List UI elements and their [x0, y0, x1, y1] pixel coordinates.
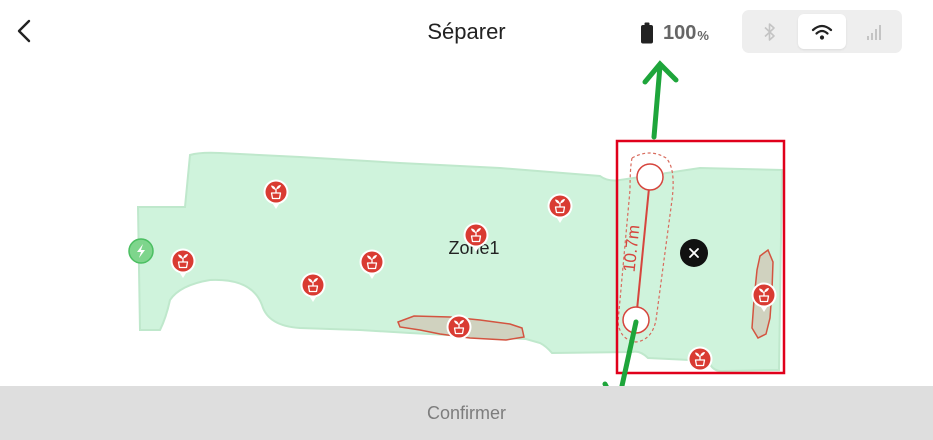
battery-percentage: 100: [663, 21, 697, 44]
wifi-icon: [811, 24, 833, 40]
bluetooth-icon: [764, 22, 775, 41]
plant-marker-icon[interactable]: [686, 345, 714, 377]
battery-icon: [641, 22, 653, 44]
annotation-arrow-up: [642, 60, 679, 140]
split-handle-top[interactable]: [636, 163, 664, 191]
split-line[interactable]: 10.7m: [617, 152, 674, 343]
plant-marker-icon[interactable]: [445, 313, 473, 345]
battery-status: 100 %: [640, 21, 720, 45]
wifi-toggle[interactable]: [798, 14, 846, 49]
close-icon: [689, 248, 699, 258]
page-title: Séparer: [427, 19, 506, 44]
cellular-icon: [867, 24, 881, 40]
back-button[interactable]: [12, 16, 38, 46]
chevron-left-icon: [17, 19, 31, 43]
bluetooth-toggle[interactable]: [746, 14, 794, 49]
confirm-button[interactable]: Confirmer: [0, 386, 933, 440]
delete-split-button[interactable]: [680, 239, 708, 267]
connection-mode-switch: [742, 10, 902, 53]
charging-station-icon[interactable]: [128, 238, 154, 264]
split-line-selection-outline: [617, 152, 674, 343]
top-bar: Séparer 100 %: [0, 0, 933, 64]
lawn-zone-area: [136, 151, 784, 373]
cellular-toggle[interactable]: [850, 14, 898, 49]
annotation-highlight-box: [615, 139, 786, 375]
split-length-label: 10.7m: [620, 224, 644, 273]
battery-unit: %: [697, 28, 709, 43]
